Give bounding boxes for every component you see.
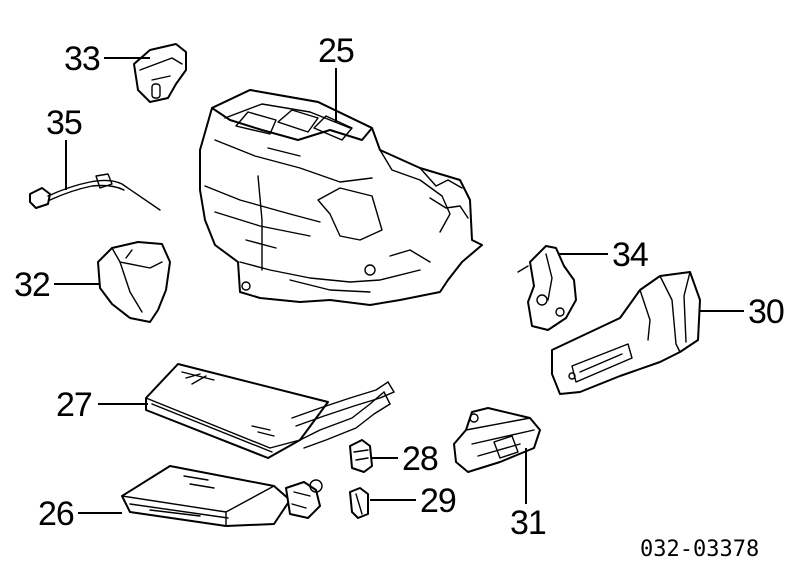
bracket-link bbox=[517, 245, 577, 331]
vent-outlet bbox=[453, 407, 541, 473]
callout-33: 33 bbox=[64, 40, 100, 78]
callout-26: 26 bbox=[38, 495, 74, 533]
callout-35: 35 bbox=[46, 104, 82, 142]
floor-duct bbox=[551, 271, 701, 395]
temperature-sensor bbox=[29, 173, 161, 211]
callout-28: 28 bbox=[402, 440, 438, 478]
callout-31: 31 bbox=[510, 504, 546, 542]
document-number: 032-03378 bbox=[640, 537, 759, 562]
callout-29: 29 bbox=[420, 482, 456, 520]
callout-34: 34 bbox=[612, 236, 648, 274]
heater-core bbox=[145, 363, 395, 459]
callout-30: 30 bbox=[748, 293, 784, 331]
mode-actuator bbox=[133, 43, 187, 103]
callout-32: 32 bbox=[14, 266, 50, 304]
callout-25: 25 bbox=[318, 32, 354, 70]
heater-unit-housing bbox=[199, 89, 483, 306]
callout-labels: 25 33 35 32 34 30 27 26 28 29 31 bbox=[14, 32, 785, 542]
clip-29 bbox=[349, 487, 369, 519]
duct-cover bbox=[97, 241, 171, 323]
evaporator-core bbox=[121, 465, 323, 527]
callout-27: 27 bbox=[56, 386, 92, 424]
leader-lines bbox=[54, 57, 744, 514]
clip-28 bbox=[349, 439, 373, 473]
